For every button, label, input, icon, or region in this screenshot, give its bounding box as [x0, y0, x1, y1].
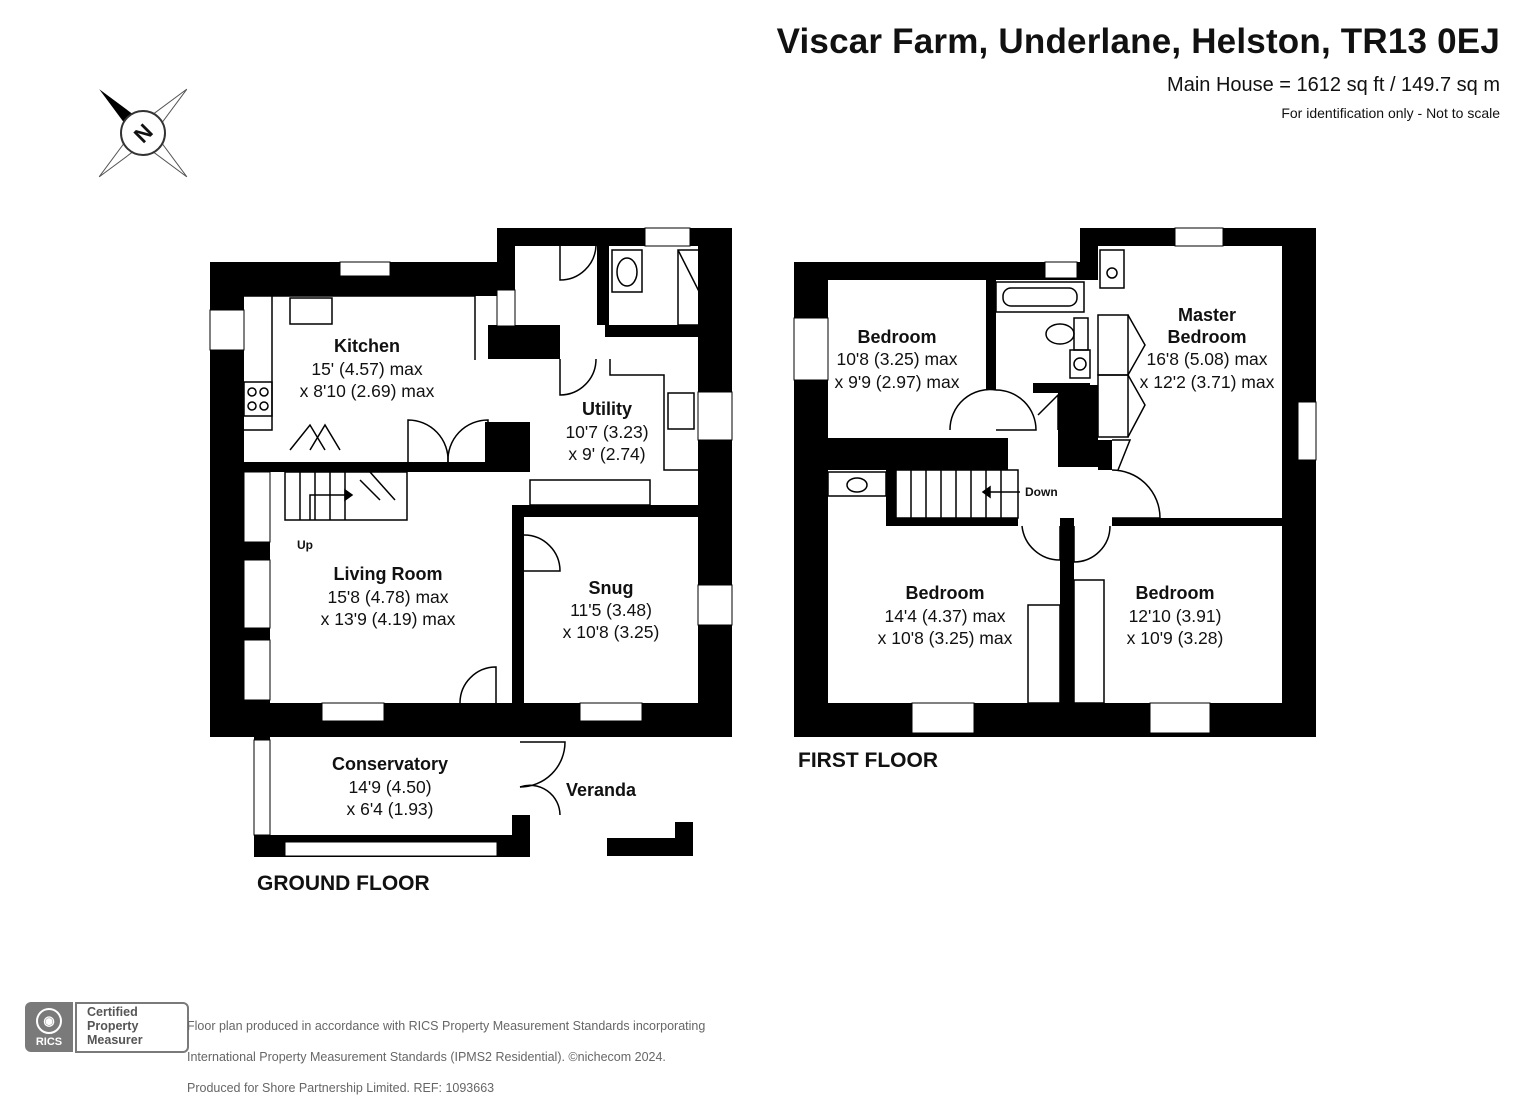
footer: ◉ RICS Certified Property Measurer Floor… [25, 1002, 785, 1095]
utility-label: Utility 10'7 (3.23) x 9' (2.74) [565, 399, 648, 464]
svg-text:14'9 (4.50): 14'9 (4.50) [348, 777, 431, 797]
footer-text: Floor plan produced in accordance with R… [187, 1018, 706, 1095]
svg-text:Conservatory: Conservatory [332, 754, 448, 774]
ground-floor-windows [209, 227, 733, 857]
svg-text:Bedroom: Bedroom [1167, 327, 1246, 347]
compass-icon [98, 88, 188, 178]
svg-text:14'4 (4.37) max: 14'4 (4.37) max [884, 606, 1005, 626]
svg-text:16'8 (5.08) max: 16'8 (5.08) max [1146, 349, 1267, 369]
conservatory-label: Conservatory 14'9 (4.50) x 6'4 (1.93) [332, 754, 448, 819]
living-room-label: Living Room 15'8 (4.78) max x 13'9 (4.19… [321, 564, 456, 629]
svg-text:Snug: Snug [589, 578, 634, 598]
first-floor-fixtures [827, 249, 1161, 704]
svg-text:x 12'2 (3.71) max: x 12'2 (3.71) max [1140, 372, 1275, 392]
svg-text:15' (4.57) max: 15' (4.57) max [311, 359, 423, 379]
page-title: Viscar Farm, Underlane, Helston, TR13 0E… [776, 22, 1500, 61]
ground-floor-walls [210, 228, 732, 857]
svg-text:Utility: Utility [582, 399, 632, 419]
svg-text:x 9'9 (2.97) max: x 9'9 (2.97) max [835, 372, 960, 392]
svg-text:Master: Master [1178, 305, 1236, 325]
floor-plan: N [98, 88, 1317, 895]
svg-text:x 10'8 (3.25): x 10'8 (3.25) [563, 622, 660, 642]
svg-text:10'8 (3.25) max: 10'8 (3.25) max [836, 349, 957, 369]
first-floor-windows [793, 227, 1317, 734]
svg-text:11'5 (3.48): 11'5 (3.48) [570, 600, 652, 620]
svg-text:Kitchen: Kitchen [334, 336, 400, 356]
stairs-down-label: Down [1025, 485, 1058, 499]
bedroom-3-label: Bedroom 12'10 (3.91) x 10'9 (3.28) [1127, 583, 1224, 648]
rics-logo-text: RICS [35, 1036, 63, 1048]
svg-text:Bedroom: Bedroom [905, 583, 984, 603]
stairs-up-label: Up [297, 538, 313, 552]
kitchen-label: Kitchen 15' (4.57) max x 8'10 (2.69) max [300, 336, 435, 401]
svg-text:x 6'4 (1.93): x 6'4 (1.93) [347, 799, 434, 819]
ground-floor-label: GROUND FLOOR [257, 872, 430, 895]
certified-badge: Certified Property Measurer [75, 1002, 189, 1053]
svg-text:15'8 (4.78) max: 15'8 (4.78) max [327, 587, 448, 607]
ground-floor-fixtures [243, 245, 717, 816]
svg-text:Bedroom: Bedroom [857, 327, 936, 347]
svg-text:Bedroom: Bedroom [1135, 583, 1214, 603]
bedroom-2-label: Bedroom 14'4 (4.37) max x 10'8 (3.25) ma… [878, 583, 1013, 648]
svg-text:x 13'9 (4.19) max: x 13'9 (4.19) max [321, 609, 456, 629]
svg-text:10'7 (3.23): 10'7 (3.23) [565, 422, 648, 442]
svg-text:12'10 (3.91): 12'10 (3.91) [1129, 606, 1222, 626]
first-floor-walls [794, 228, 1316, 737]
svg-text:Living Room: Living Room [334, 564, 443, 584]
floor-area: Main House = 1612 sq ft / 149.7 sq m [1167, 74, 1500, 96]
svg-text:x 9' (2.74): x 9' (2.74) [568, 444, 645, 464]
svg-text:x 10'9 (3.28): x 10'9 (3.28) [1127, 628, 1224, 648]
scale-note: For identification only - Not to scale [1281, 105, 1500, 121]
svg-text:x 10'8 (3.25) max: x 10'8 (3.25) max [878, 628, 1013, 648]
svg-text:x 8'10 (2.69) max: x 8'10 (2.69) max [300, 381, 435, 401]
rics-logo: ◉ RICS [25, 1002, 73, 1052]
first-floor-label: FIRST FLOOR [798, 749, 938, 772]
bedroom-1-label: Bedroom 10'8 (3.25) max x 9'9 (2.97) max [835, 327, 960, 392]
veranda-label: Veranda [566, 780, 637, 800]
snug-label: Snug 11'5 (3.48) x 10'8 (3.25) [563, 578, 660, 642]
master-bedroom-label: Master Bedroom 16'8 (5.08) max x 12'2 (3… [1140, 305, 1275, 392]
rics-emblem-icon: ◉ [36, 1008, 62, 1034]
